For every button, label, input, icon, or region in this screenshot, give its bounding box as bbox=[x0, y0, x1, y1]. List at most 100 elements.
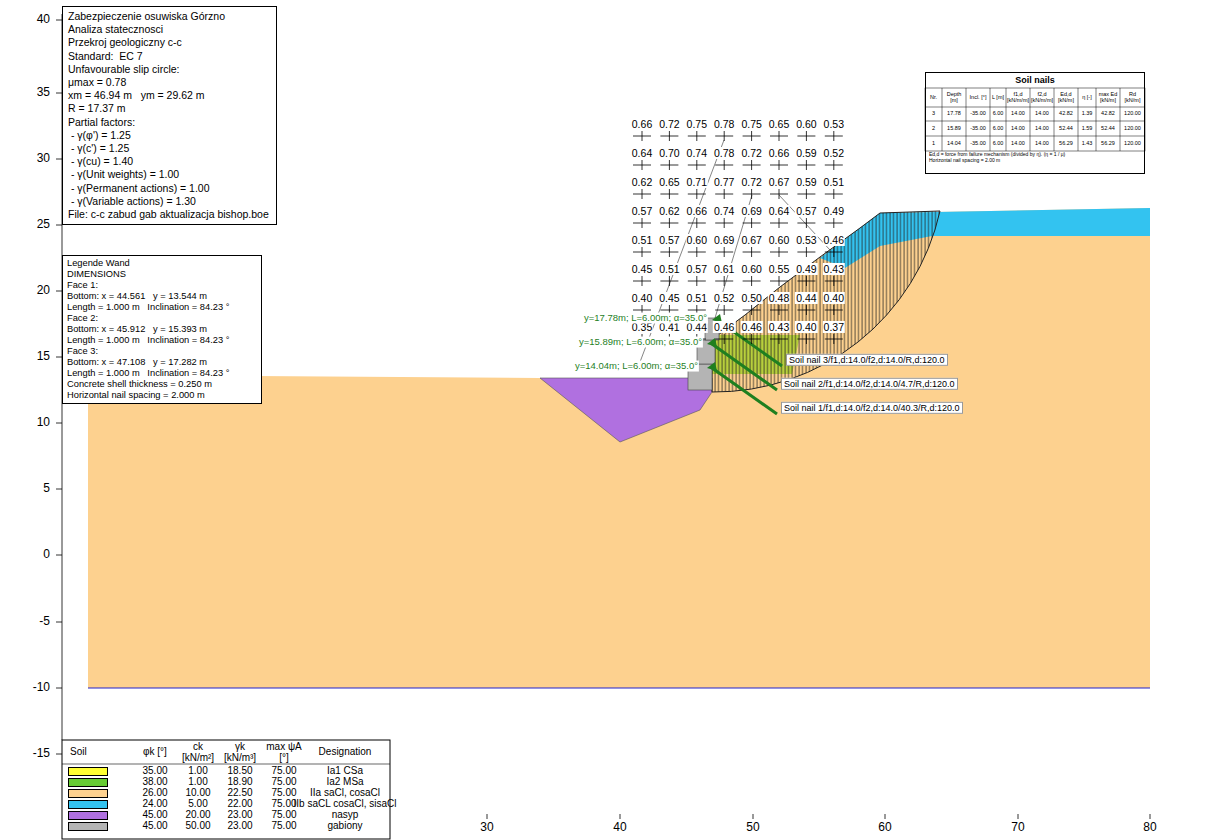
info-line: Unfavourable slip circle: bbox=[68, 63, 271, 76]
soil-nails bbox=[712, 320, 782, 414]
table-rule bbox=[1096, 88, 1097, 151]
axis-tick-label: 40 bbox=[37, 13, 50, 27]
grid-cross bbox=[696, 160, 697, 170]
legend-value: 24.00 bbox=[142, 798, 167, 810]
table-cell: Incl. [°] bbox=[967, 95, 989, 101]
grid-cross bbox=[833, 334, 834, 344]
grid-cross bbox=[696, 131, 697, 141]
safety-value: 0.46 bbox=[823, 234, 845, 246]
legend-value: 23.00 bbox=[227, 820, 252, 832]
grid-cross bbox=[696, 276, 697, 286]
legend-swatch bbox=[68, 789, 108, 798]
legend-swatch bbox=[68, 822, 108, 831]
axis-tick-label: 5 bbox=[43, 482, 50, 496]
info-line: μmax = 0.78 bbox=[68, 76, 271, 89]
axis-tick-label: 50 bbox=[746, 821, 759, 835]
safety-value: 0.48 bbox=[768, 292, 790, 304]
safety-value: 0.50 bbox=[740, 292, 762, 304]
info-line: Concrete shell thickness = 0.250 m bbox=[67, 379, 257, 390]
table-cell: Rd [kN/m] bbox=[1121, 92, 1144, 104]
grid-cross bbox=[669, 247, 670, 257]
safety-value: 0.45 bbox=[658, 292, 680, 304]
safety-value: 0.52 bbox=[823, 147, 845, 159]
table-grid bbox=[925, 88, 1145, 151]
table-cell: 56.29 bbox=[1055, 141, 1077, 147]
axis-tick-label: 70 bbox=[1011, 821, 1024, 835]
legend-value: 35.00 bbox=[142, 765, 167, 777]
legend-text: IIa saCl, cosaCl bbox=[310, 787, 380, 799]
grid-cross bbox=[751, 218, 752, 228]
legend-value: 23.00 bbox=[227, 809, 252, 821]
safety-value: 0.52 bbox=[713, 292, 735, 304]
info-line: DIMENSIONS bbox=[67, 269, 257, 280]
axis-tick-label: 0 bbox=[43, 548, 50, 562]
tick bbox=[487, 814, 488, 819]
fill-nasyp bbox=[540, 378, 712, 442]
info-line: Length = 1.000 m Inclination = 84.23 ° bbox=[67, 368, 257, 379]
legend-text: nasyp bbox=[332, 809, 359, 821]
safety-value: 0.60 bbox=[740, 263, 762, 275]
tick bbox=[56, 688, 62, 689]
table-cell: 3 bbox=[926, 111, 941, 117]
table-cell: 42.82 bbox=[1055, 111, 1077, 117]
grid-cross bbox=[669, 218, 670, 228]
legend-text: gabiony bbox=[327, 820, 362, 832]
safety-value: 0.64 bbox=[631, 147, 653, 159]
info-line: Legende Wand bbox=[67, 258, 257, 269]
grid-cross bbox=[833, 218, 834, 228]
tick bbox=[620, 814, 621, 819]
info-line: Face 3: bbox=[67, 346, 257, 357]
axis-tick-label: 25 bbox=[37, 218, 50, 232]
grid-cross bbox=[806, 276, 807, 286]
safety-value: 0.66 bbox=[768, 147, 790, 159]
axis-tick-label: 60 bbox=[878, 821, 891, 835]
legend-value: 75.00 bbox=[271, 765, 296, 777]
grid-cross bbox=[833, 160, 834, 170]
grid-cross bbox=[642, 131, 643, 141]
info-line: - γ(c') = 1.25 bbox=[68, 142, 271, 155]
safety-value: 0.78 bbox=[713, 118, 735, 130]
safety-value: 0.46 bbox=[713, 321, 735, 333]
info-line: Length = 1.000 m Inclination = 84.23 ° bbox=[67, 335, 257, 346]
table-cell: 15.89 bbox=[943, 126, 965, 132]
table-rule bbox=[1006, 88, 1007, 151]
grid-cross bbox=[751, 334, 752, 344]
axis-tick-label: 20 bbox=[37, 284, 50, 298]
table-cell: 14.00 bbox=[1007, 126, 1029, 132]
tick bbox=[56, 555, 62, 556]
safety-value: 0.61 bbox=[713, 263, 735, 275]
info-line: Przekroj geologiczny c-c bbox=[68, 36, 271, 49]
grid-cross bbox=[806, 247, 807, 257]
legend-value: 45.00 bbox=[142, 820, 167, 832]
legend-header: φk [°] bbox=[140, 747, 170, 758]
info-line: - γ(cu) = 1.40 bbox=[68, 155, 271, 168]
safety-value: 0.66 bbox=[631, 118, 653, 130]
tick bbox=[885, 814, 886, 819]
info-line: File: c-c zabud gab aktualizacja bishop.… bbox=[68, 208, 271, 221]
tick bbox=[56, 489, 62, 490]
table-rule bbox=[966, 88, 967, 151]
safety-value: 0.57 bbox=[795, 205, 817, 217]
table-rule bbox=[1030, 88, 1031, 151]
tick bbox=[56, 423, 62, 424]
safety-value: 0.40 bbox=[795, 321, 817, 333]
safety-value: 0.67 bbox=[740, 234, 762, 246]
grid-cross bbox=[806, 189, 807, 199]
table-cell: 1.39 bbox=[1079, 111, 1095, 117]
safety-value: 0.70 bbox=[658, 147, 680, 159]
grid-cross bbox=[751, 131, 752, 141]
legend-value: 75.00 bbox=[271, 809, 296, 821]
info-line: xm = 46.94 m ym = 29.62 m bbox=[68, 89, 271, 102]
info-line: Face 2: bbox=[67, 313, 257, 324]
legend-value: 22.50 bbox=[227, 787, 252, 799]
table-rule bbox=[1120, 88, 1121, 151]
table-cell: 120.00 bbox=[1121, 126, 1144, 132]
safety-value: 0.43 bbox=[823, 263, 845, 275]
safety-value: 0.75 bbox=[740, 118, 762, 130]
table-rule bbox=[942, 88, 943, 151]
grid-cross bbox=[724, 276, 725, 286]
table-cell: 14.04 bbox=[943, 141, 965, 147]
legend-value: 1.00 bbox=[188, 776, 207, 788]
axis-tick-label: 35 bbox=[37, 86, 50, 100]
info-line: Bottom: x = 44.561 y = 13.544 m bbox=[67, 291, 257, 302]
